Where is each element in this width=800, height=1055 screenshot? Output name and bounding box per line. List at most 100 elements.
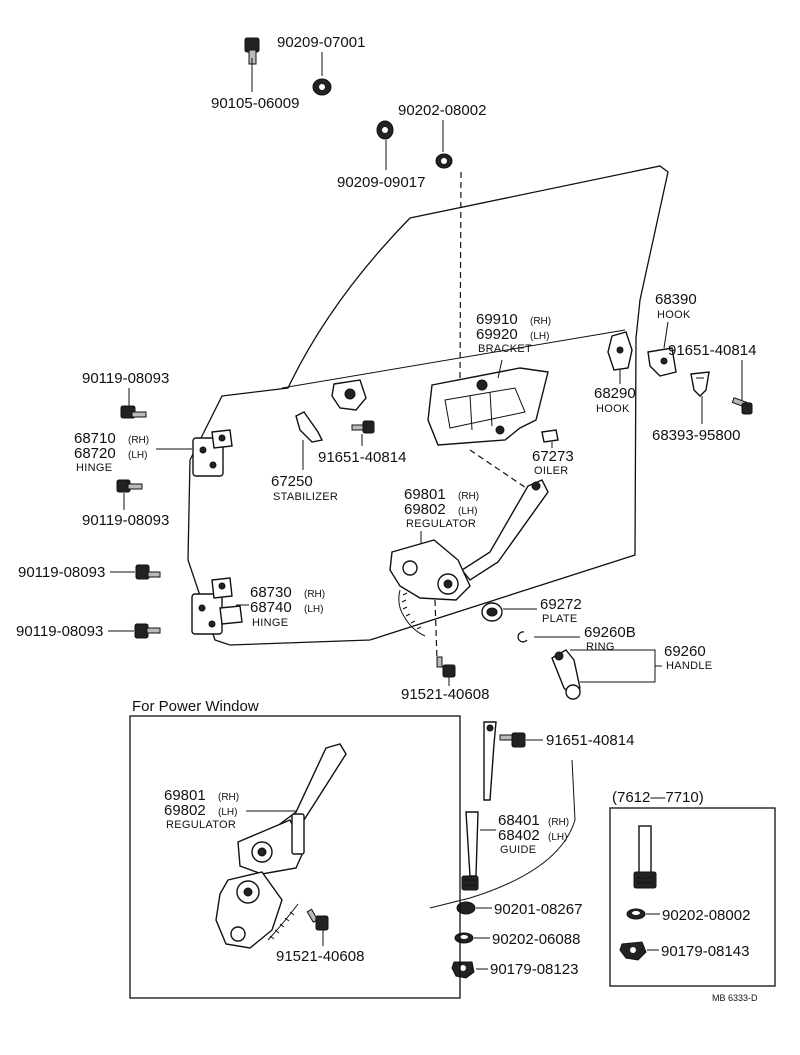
assembly-lines	[434, 171, 533, 661]
hinge-upper-part	[192, 429, 233, 477]
date-range-callout-nut: 90179-08143	[661, 943, 749, 960]
power-window-title: For Power Window	[132, 698, 259, 715]
callout-regulator-rh: 69801	[404, 486, 446, 503]
door-outline	[187, 165, 669, 909]
svg-text:REGULATOR: REGULATOR	[406, 518, 476, 530]
callout-90119-08093-c: 90119-08093	[18, 564, 105, 581]
svg-text:OILER: OILER	[534, 465, 569, 477]
svg-text:(LH): (LH)	[218, 807, 237, 818]
callout-guide-lh: 68402	[498, 827, 540, 844]
date-range-bolt-part	[633, 825, 657, 889]
screw-91651-40814-mid	[351, 420, 375, 434]
svg-text:(RH): (RH)	[218, 792, 239, 803]
callout-68393-95800: 68393-95800	[652, 427, 740, 444]
nut-90179-08123	[451, 961, 475, 979]
screw-91651-40814-right	[731, 397, 753, 415]
callout-90209-09017: 90209-09017	[337, 174, 425, 191]
washer-90202-06088	[454, 932, 474, 944]
callout-90179-08123: 90179-08123	[490, 961, 578, 978]
svg-text:HINGE: HINGE	[252, 617, 288, 629]
svg-text:HOOK: HOOK	[657, 309, 691, 321]
svg-text:HINGE: HINGE	[76, 462, 112, 474]
svg-text:PLATE: PLATE	[542, 613, 578, 625]
svg-text:REGULATOR: REGULATOR	[166, 819, 236, 831]
callout-ring: 69260B	[584, 624, 636, 641]
svg-text:(RH): (RH)	[304, 589, 325, 600]
bolt-90119-08093-d	[134, 623, 161, 639]
bolt-90119-08093-b	[116, 479, 143, 493]
svg-text:(LH): (LH)	[304, 604, 323, 615]
callout-90202-08002-top: 90202-08002	[398, 102, 486, 119]
pw-callout-regulator-rh: 69801	[164, 787, 206, 804]
nut-90209-09017	[376, 120, 394, 140]
callout-bracket-caption: BRACKET	[478, 343, 532, 355]
callout-guide-rh: 68401	[498, 812, 540, 829]
ring-part	[517, 631, 528, 643]
callout-oiler: 67273	[532, 448, 574, 465]
callout-regulator-lh: 69802	[404, 501, 446, 518]
bolt-90119-08093-a	[120, 405, 147, 419]
callout-hook-mid: 68290	[594, 385, 636, 402]
handle-part	[551, 649, 581, 700]
callout-90119-08093-a: 90119-08093	[82, 370, 169, 387]
callout-91651-40814-guide: 91651-40814	[546, 732, 634, 749]
callout-hinge-lower-lh: 68740	[250, 599, 292, 616]
callout-hinge-lower-rh: 68730	[250, 584, 292, 601]
callout-handle: 69260	[664, 643, 706, 660]
clip-68393-95800	[690, 371, 710, 397]
nut-90209-07001	[312, 78, 332, 96]
callout-91521-40608-main: 91521-40608	[401, 686, 489, 703]
footer-code: MB 6333-D	[712, 993, 758, 1003]
svg-text:(LH): (LH)	[128, 450, 147, 461]
callout-hinge-upper-rh: 68710	[74, 430, 116, 447]
svg-text:(LH): (LH)	[548, 832, 567, 843]
washer-90202-08002-top	[435, 153, 453, 169]
date-range-title: (7612—7710)	[612, 789, 704, 806]
callout-bracket-lh: 69920	[476, 326, 518, 343]
svg-text:HANDLE: HANDLE	[666, 660, 712, 672]
bracket-part	[427, 367, 549, 446]
washer-90201-08267	[456, 901, 476, 915]
callout-91651-40814-right: 91651-40814	[668, 342, 756, 359]
bolt-91521-40608-main	[436, 656, 456, 678]
callout-hook-top: 68390	[655, 291, 697, 308]
pw-bolt-91521-40608	[306, 908, 329, 931]
hook-68290-part	[607, 331, 633, 371]
bolt-90105-06009	[244, 37, 260, 65]
svg-text:(RH): (RH)	[128, 435, 149, 446]
guide-part	[461, 721, 497, 891]
hook-68390-part	[647, 347, 677, 377]
svg-text:(RH): (RH)	[548, 817, 569, 828]
callout-90209-07001: 90209-07001	[277, 34, 365, 51]
power-window-regulator-part	[215, 743, 347, 949]
hinge-lower-part	[191, 577, 243, 635]
callout-90119-08093-b: 90119-08093	[82, 512, 169, 529]
svg-text:STABILIZER: STABILIZER	[273, 491, 338, 503]
bolt-90119-08093-c	[135, 564, 161, 580]
date-range-nut-90179-08143	[619, 941, 647, 961]
screw-91651-40814-guide	[499, 732, 526, 748]
svg-text:HOOK: HOOK	[596, 403, 630, 415]
callout-91651-40814-mid: 91651-40814	[318, 449, 406, 466]
pw-callout-regulator-lh: 69802	[164, 802, 206, 819]
pw-callout-91521-40608: 91521-40608	[276, 948, 364, 965]
svg-text:(LH): (LH)	[458, 506, 477, 517]
callout-stabilizer: 67250	[271, 473, 313, 490]
svg-text:(RH): (RH)	[458, 491, 479, 502]
callout-90105-06009: 90105-06009	[211, 95, 299, 112]
oiler-part	[541, 429, 559, 443]
callout-90119-08093-d: 90119-08093	[16, 623, 103, 640]
callout-90201-08267: 90201-08267	[494, 901, 582, 918]
svg-text:GUIDE: GUIDE	[500, 844, 536, 856]
svg-text:(LH): (LH)	[530, 331, 549, 342]
plate-part	[481, 602, 503, 622]
power-window-box	[129, 715, 461, 999]
callout-hinge-upper-lh: 68720	[74, 445, 116, 462]
callout-bracket-rh: 69910	[476, 311, 518, 328]
svg-text:(RH): (RH)	[530, 316, 551, 327]
regulator-part	[389, 479, 549, 637]
stabilizer-part	[295, 411, 324, 443]
date-range-callout-washer: 90202-08002	[662, 907, 750, 924]
